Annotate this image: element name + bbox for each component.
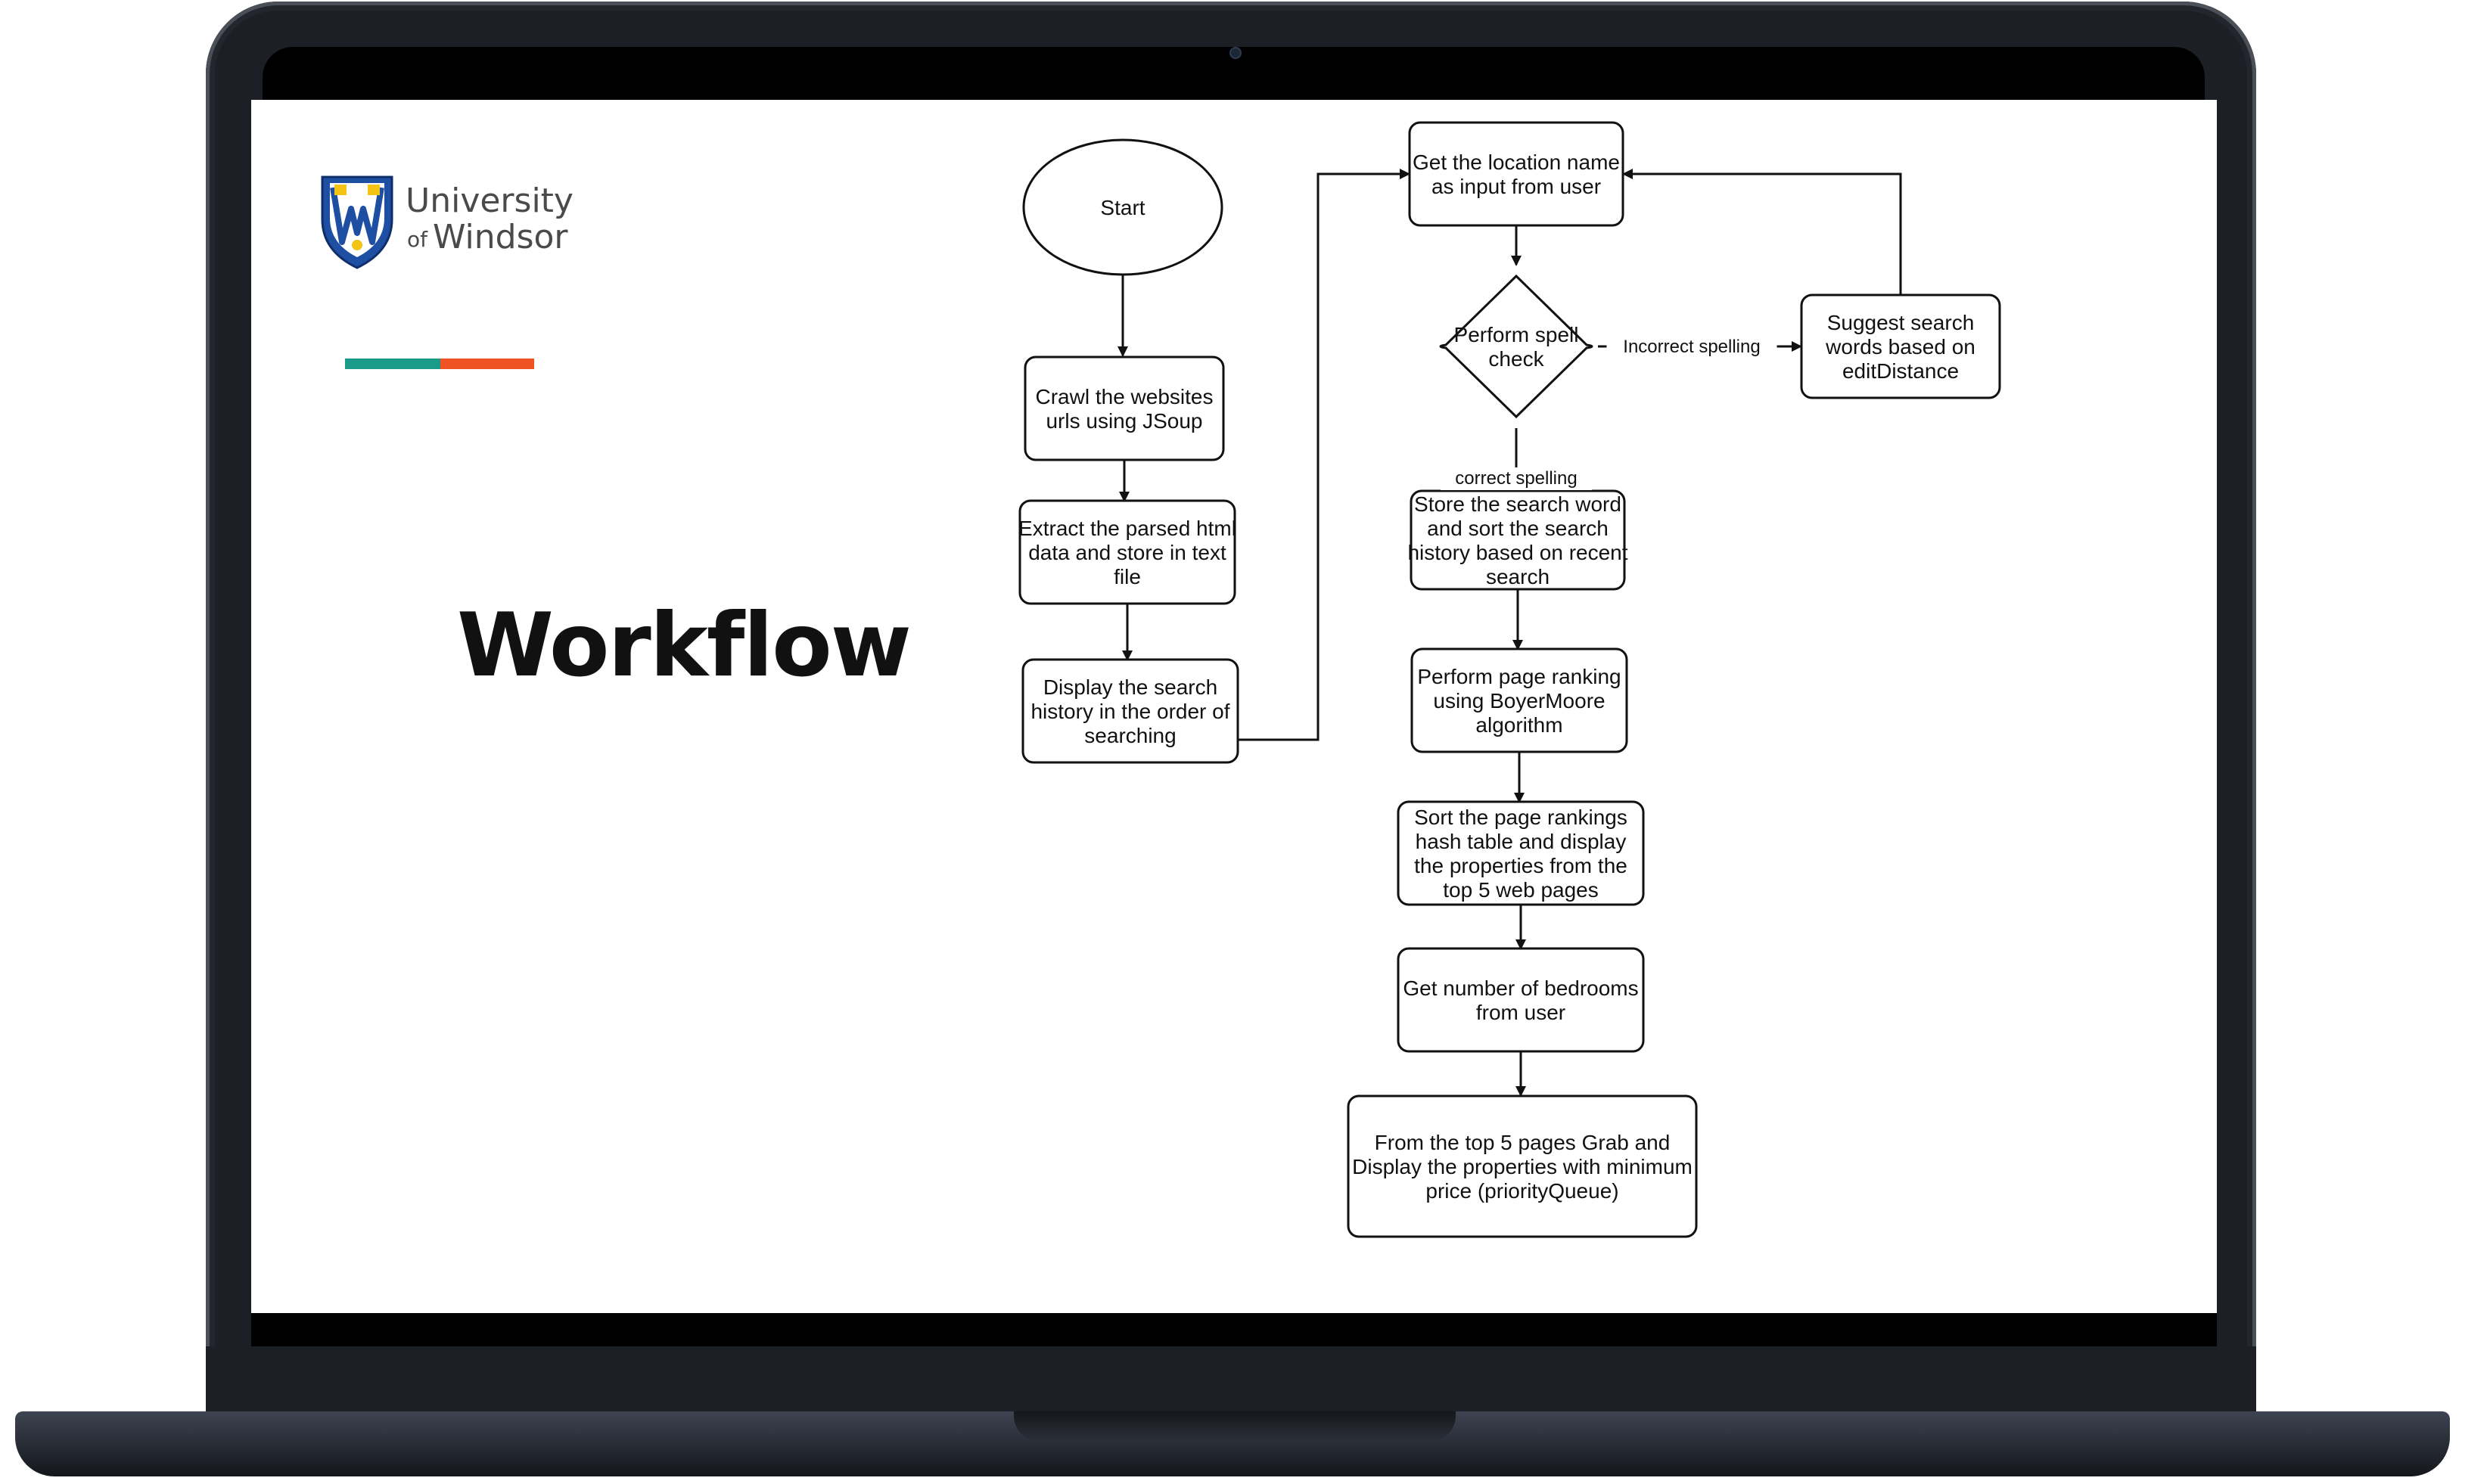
flow-node-text: Start [1100,196,1145,219]
flow-node-text: the properties from the [1414,854,1627,877]
flow-node-shape [1024,355,1225,461]
flow-node-text: price (priorityQueue) [1425,1179,1618,1203]
flow-node-text: from user [1476,1001,1565,1024]
flow-node-start: Start [1022,138,1223,276]
flow-node-text: hash table and display [1416,830,1627,853]
flow-node-text: history in the order of [1030,700,1229,723]
edge-label-spell-check-to-suggest: Incorrect spelling [1623,337,1760,357]
flow-node-text: data and store in text [1028,541,1226,564]
logo-accent-bar-green [345,359,440,369]
flow-node-shape [1397,947,1645,1053]
flow-node-shape [1397,800,1645,906]
edge-label-background [1606,336,1777,359]
flow-node-text: From the top 5 pages Grab and [1375,1131,1671,1154]
laptop-base-notch [1014,1411,1456,1442]
flow-node-text: and sort the search [1427,517,1609,540]
flow-node-shape [1018,499,1236,605]
flow-node-text: editDistance [1842,359,1959,383]
flow-node-text: using BoyerMoore [1433,689,1605,713]
flow-edge-display-history-to-get-location [1238,169,1410,741]
flow-node-shape [1800,293,2001,399]
logo-accent-bar-orange [440,359,534,369]
flow-node-text: Store the search word [1414,492,1621,516]
flow-node-text: Crawl the websites [1036,385,1214,408]
edge-label-spell-check-to-store-sort: correct spelling [1455,468,1577,489]
flow-node-text: algorithm [1475,713,1562,737]
flow-node-shape [1439,274,1593,419]
flow-node-text: Suggest search [1827,311,1975,334]
camera-icon [1229,47,1242,59]
laptop-chin [206,1346,2256,1411]
flow-node-shape [1410,489,1626,591]
flow-node-text: Perform page ranking [1417,665,1621,688]
flow-node-text: searching [1084,724,1176,747]
flow-node-shape [1021,658,1239,764]
flowchart-edge-labels: Incorrect spelling correct spelling [1441,336,1777,490]
shield-icon [321,175,393,269]
flow-node-text: Display the search [1043,675,1217,699]
flow-node-text: top 5 web pages [1443,878,1599,902]
flow-node-text: Get the location name [1413,151,1620,174]
flow-node-text: Sort the page rankings [1414,806,1627,829]
logo-university-text: University [406,182,574,220]
flow-node-text: urls using JSoup [1046,409,1202,433]
flow-node-shape [1022,138,1223,276]
flow-node-text: history based on recent [1407,541,1627,564]
flow-node-text: words based on [1825,335,1975,359]
flow-node-shape [1408,121,1624,227]
flow-node-shape [1410,647,1628,753]
flow-node-text: Get number of bedrooms [1403,976,1638,1000]
university-logo: University of Windsor [319,172,607,369]
logo-windsor-text: Windsor [433,218,568,256]
flow-node-text: search [1486,565,1550,588]
flow-node-shape [1347,1094,1698,1238]
flow-node-text: Extract the parsed html [1018,517,1236,540]
logo-of-text: of [407,227,427,252]
flow-edge-suggest-to-get-location [1622,169,1902,295]
flow-node-text: as input from user [1431,175,1601,198]
edge-label-background [1441,467,1592,490]
flow-node-text: file [1114,565,1141,588]
flow-node-text: Perform spell [1454,323,1579,346]
flow-node-text: Display the properties with minimum [1352,1155,1693,1178]
screen-bezel-bottom [251,1313,2217,1346]
slide-title: Workflow [457,595,912,697]
flow-node-text: check [1488,347,1544,371]
